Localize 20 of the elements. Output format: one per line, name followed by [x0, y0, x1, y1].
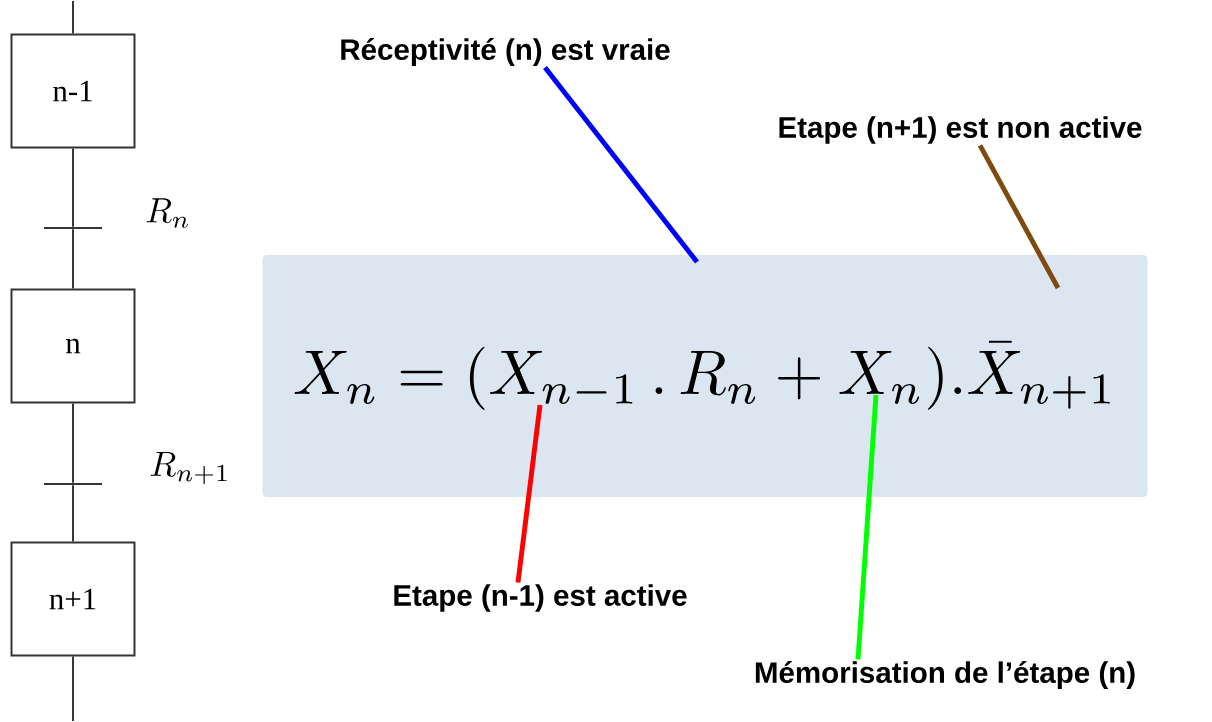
- leader-line: [977, 144, 1061, 290]
- formula-box: $X_n = (X_{n-1} \,.\, R_n + X_n) . \bar{X}_{n+1}$: [262, 255, 1148, 497]
- step-box: n+1: [10, 541, 136, 657]
- connector-line: [72, 655, 74, 722]
- transition-label: $R_{n+1}$: [150, 451, 227, 485]
- connector-line: [72, 147, 74, 228]
- leader-line: [543, 66, 699, 264]
- connector-line: [72, 228, 74, 290]
- leader-line: [855, 394, 879, 660]
- connector-line: [72, 402, 74, 484]
- annotation-text: Etape (n+1) est non active: [779, 116, 1142, 144]
- step-box: n: [10, 288, 136, 404]
- annotation-text: Mémorisation de l’étape (n): [755, 661, 1135, 689]
- transition-label: $R_n$: [146, 198, 188, 228]
- connector-line: [72, 0, 74, 35]
- annotation-text: Réceptivité (n) est vraie: [341, 38, 670, 66]
- connector-line: [72, 484, 74, 543]
- step-box: n-1: [10, 33, 136, 149]
- leader-line: [515, 404, 543, 583]
- annotation-text: Etape (n-1) est active: [394, 584, 687, 612]
